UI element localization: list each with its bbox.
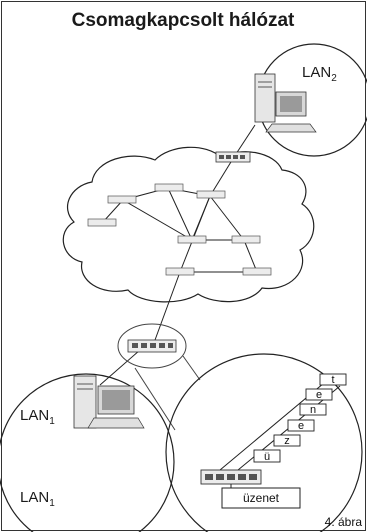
lan2-label: LAN2 bbox=[302, 64, 337, 84]
svg-text:t: t bbox=[331, 374, 334, 386]
packet: e bbox=[288, 420, 314, 432]
router-icon bbox=[88, 219, 116, 226]
router-icon bbox=[128, 340, 176, 352]
lan1-computer-icon bbox=[74, 376, 144, 428]
router-icon bbox=[166, 268, 194, 275]
svg-text:e: e bbox=[316, 389, 322, 401]
packet: e bbox=[306, 389, 332, 401]
packet: ü bbox=[254, 450, 280, 463]
zoom-line bbox=[135, 368, 175, 430]
svg-text:n: n bbox=[310, 404, 316, 416]
router-icon bbox=[155, 184, 183, 191]
router-icon bbox=[232, 236, 260, 243]
lan1-label: LAN1 bbox=[20, 407, 55, 427]
message-text: üzenet bbox=[243, 491, 280, 505]
router-icon bbox=[216, 152, 250, 162]
router-icon bbox=[197, 191, 225, 198]
packet: n bbox=[300, 404, 326, 416]
router-icon bbox=[108, 196, 136, 203]
packet: t bbox=[320, 374, 346, 386]
packet: z bbox=[274, 435, 300, 447]
figure-label: 4. ábra bbox=[325, 515, 363, 529]
svg-text:e: e bbox=[298, 420, 304, 432]
svg-text:ü: ü bbox=[264, 451, 270, 463]
lan1-label-bottom: LAN1 bbox=[20, 489, 55, 509]
router-icon bbox=[243, 268, 271, 275]
svg-text:z: z bbox=[284, 435, 290, 447]
diagram-title: Csomagkapcsolt hálózat bbox=[72, 10, 295, 31]
zoom-line bbox=[183, 356, 200, 380]
lan2-computer-icon bbox=[255, 74, 316, 132]
router-icon bbox=[178, 236, 206, 243]
